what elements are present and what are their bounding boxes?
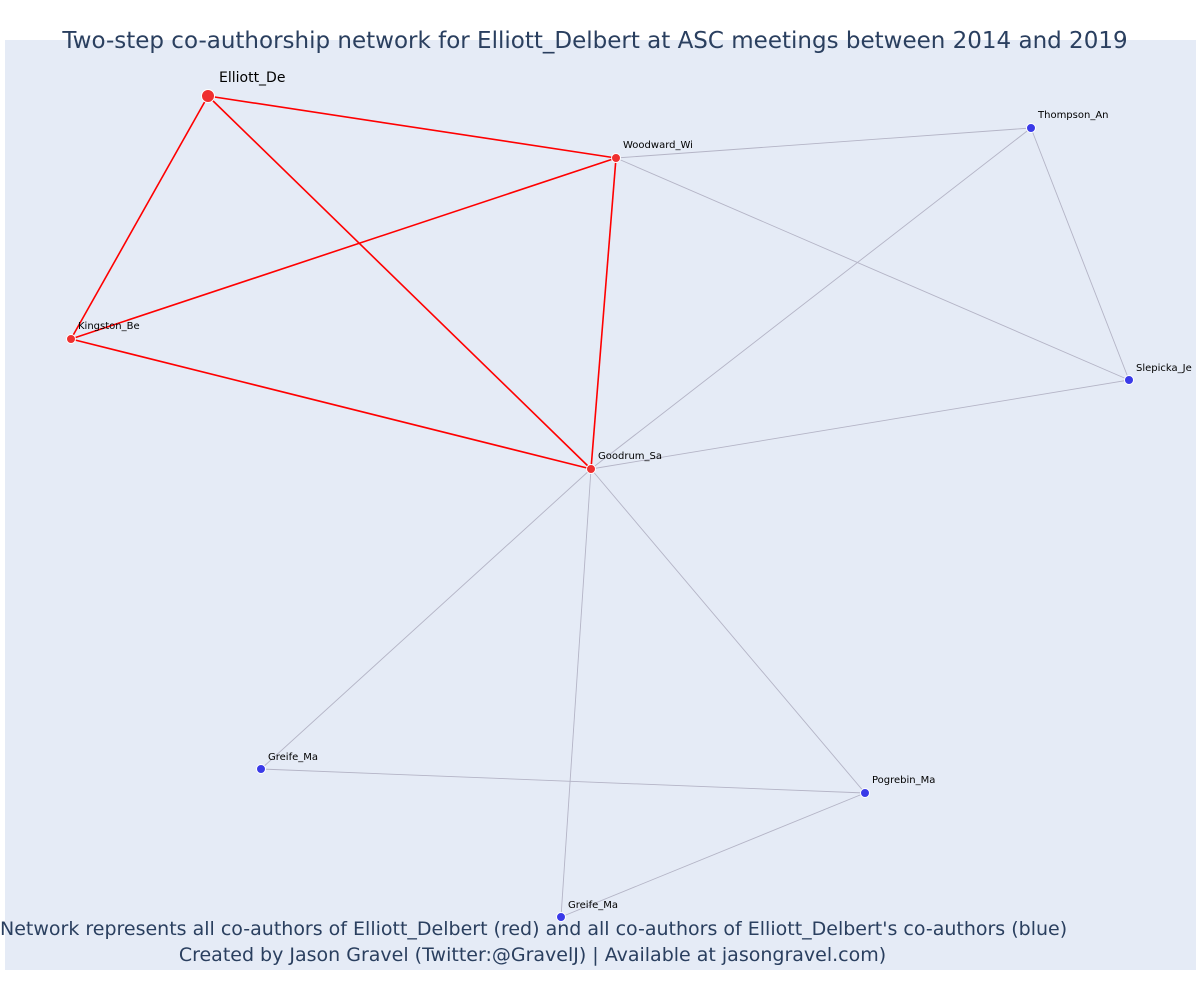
edge-pogrebin-greife2: [560, 792, 866, 918]
node-pogrebin[interactable]: [860, 788, 870, 798]
node-goodrum[interactable]: [586, 464, 596, 474]
node-label-woodward: Woodward_Wi: [623, 140, 693, 151]
edge-layer: [70, 95, 1130, 918]
edge-elliott-kingston: [70, 95, 209, 340]
edge-slepicka-goodrum: [590, 379, 1130, 470]
node-layer: [66, 89, 1134, 922]
edge-thompson-goodrum: [590, 127, 1032, 470]
node-label-goodrum: Goodrum_Sa: [598, 451, 662, 462]
edge-goodrum-greife1: [260, 468, 592, 770]
edge-woodward-goodrum: [590, 157, 617, 470]
plot-background: [5, 40, 1196, 970]
edge-goodrum-pogrebin: [590, 468, 866, 794]
edge-woodward-thompson: [615, 127, 1032, 159]
node-label-slepicka: Slepicka_Je: [1136, 363, 1192, 374]
chart-title: Two-step co-authorship network for Ellio…: [62, 28, 1128, 54]
edge-elliott-woodward: [207, 95, 617, 159]
node-thompson[interactable]: [1026, 123, 1036, 133]
node-label-thompson: Thompson_An: [1037, 110, 1109, 121]
edge-greife1-pogrebin: [260, 768, 866, 794]
label-layer: Elliott_DeWoodward_WiKingston_BeGoodrum_…: [78, 70, 1192, 911]
edge-woodward-slepicka: [615, 157, 1130, 381]
node-woodward[interactable]: [611, 153, 621, 163]
caption-line-1: Network represents all co-authors of Ell…: [0, 918, 1068, 940]
node-label-greife1: Greife_Ma: [268, 752, 318, 763]
node-slepicka[interactable]: [1124, 375, 1134, 385]
node-label-elliott: Elliott_De: [219, 70, 285, 86]
edge-kingston-woodward: [70, 157, 617, 340]
edge-kingston-goodrum: [70, 338, 592, 470]
edge-thompson-slepicka: [1030, 127, 1130, 381]
node-label-kingston: Kingston_Be: [78, 321, 140, 332]
node-greife2[interactable]: [556, 912, 566, 922]
edge-goodrum-greife2: [560, 468, 592, 918]
node-greife1[interactable]: [256, 764, 266, 774]
edge-elliott-goodrum: [207, 95, 592, 470]
node-label-greife2: Greife_Ma: [568, 900, 618, 911]
node-kingston[interactable]: [66, 334, 76, 344]
node-elliott[interactable]: [201, 89, 215, 103]
node-label-pogrebin: Pogrebin_Ma: [872, 775, 935, 786]
caption-line-2: Created by Jason Gravel (Twitter:@Gravel…: [178, 944, 887, 966]
